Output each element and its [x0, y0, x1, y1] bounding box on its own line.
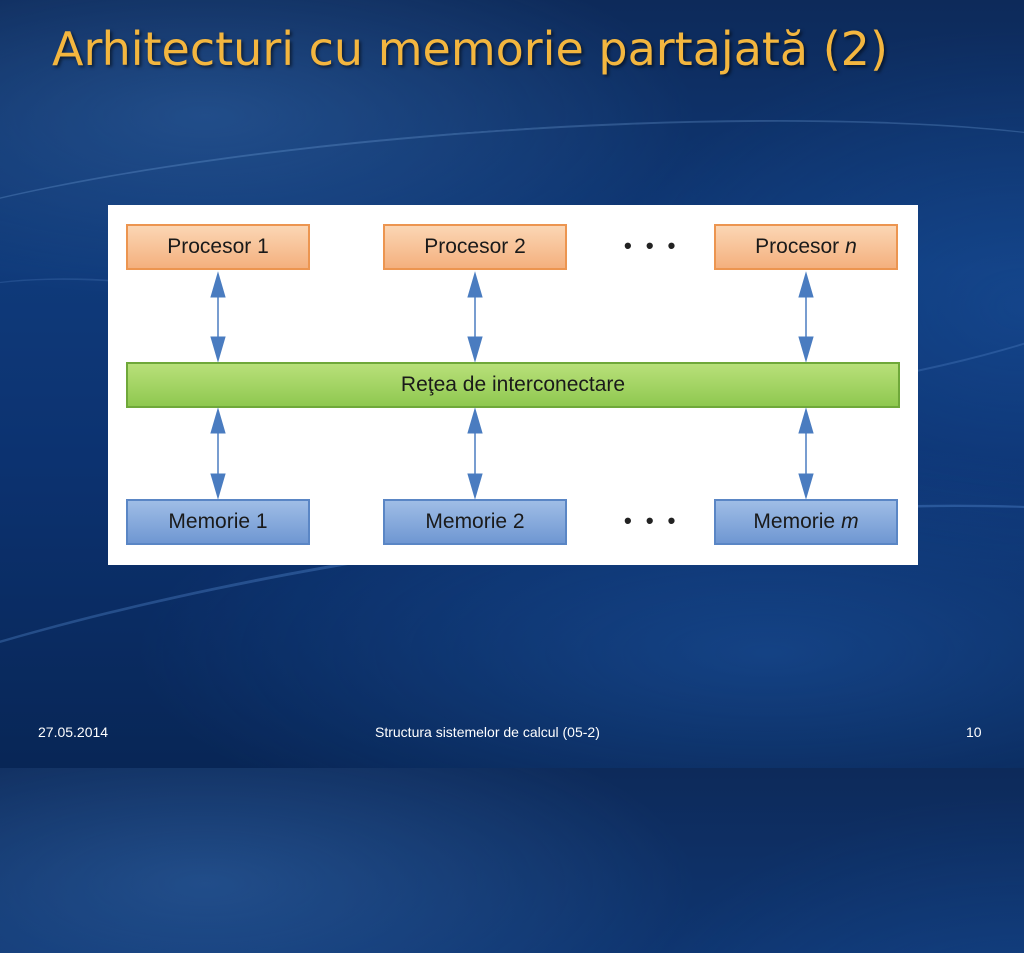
memory-arrow-head-down-1 [210, 473, 226, 500]
memory-arrow-head-up-3 [798, 407, 814, 434]
processor-n-index: n [845, 235, 857, 258]
memory-arrow-head-down-3 [798, 473, 814, 500]
processor-arrow-head-up-3 [798, 271, 814, 298]
processor-2-label: Procesor 2 [424, 235, 526, 258]
memory-2-box: Memorie 2 [383, 499, 567, 545]
memory-m-index: m [841, 510, 859, 533]
processor-ellipsis: • • • [624, 233, 680, 258]
footer-date: 27.05.2014 [38, 724, 109, 740]
memory-arrow-head-down-2 [467, 473, 483, 500]
connection-arrows [210, 271, 814, 500]
processor-1-label: Procesor 1 [167, 235, 269, 258]
memory-m-label: Memorie [753, 510, 836, 533]
processor-arrow-head-up-1 [210, 271, 226, 298]
memory-ellipsis: • • • [624, 508, 680, 533]
memory-arrow-head-up-2 [467, 407, 483, 434]
footer-page-number: 10 [966, 724, 982, 740]
processor-n-label: Procesor [755, 235, 840, 258]
processor-arrow-head-down-1 [210, 336, 226, 363]
footer-course-title: Structura sistemelor de calcul (05-2) [375, 724, 600, 740]
processor-1-box: Procesor 1 [126, 224, 310, 270]
processor-arrow-head-down-3 [798, 336, 814, 363]
processor-arrow-head-down-2 [467, 336, 483, 363]
interconnect-label: Reţea de interconectare [400, 373, 626, 396]
memory-1-label: Memorie 1 [168, 510, 268, 533]
memory-1-box: Memorie 1 [126, 499, 310, 545]
memory-arrow-head-up-1 [210, 407, 226, 434]
processor-2-box: Procesor 2 [383, 224, 567, 270]
memory-2-label: Memorie 2 [425, 510, 525, 533]
processor-arrow-head-up-2 [467, 271, 483, 298]
slide-title: Arhitecturi cu memorie partajată (2) [52, 22, 888, 76]
interconnect-network-bar: Reţea de interconectare [126, 362, 900, 408]
